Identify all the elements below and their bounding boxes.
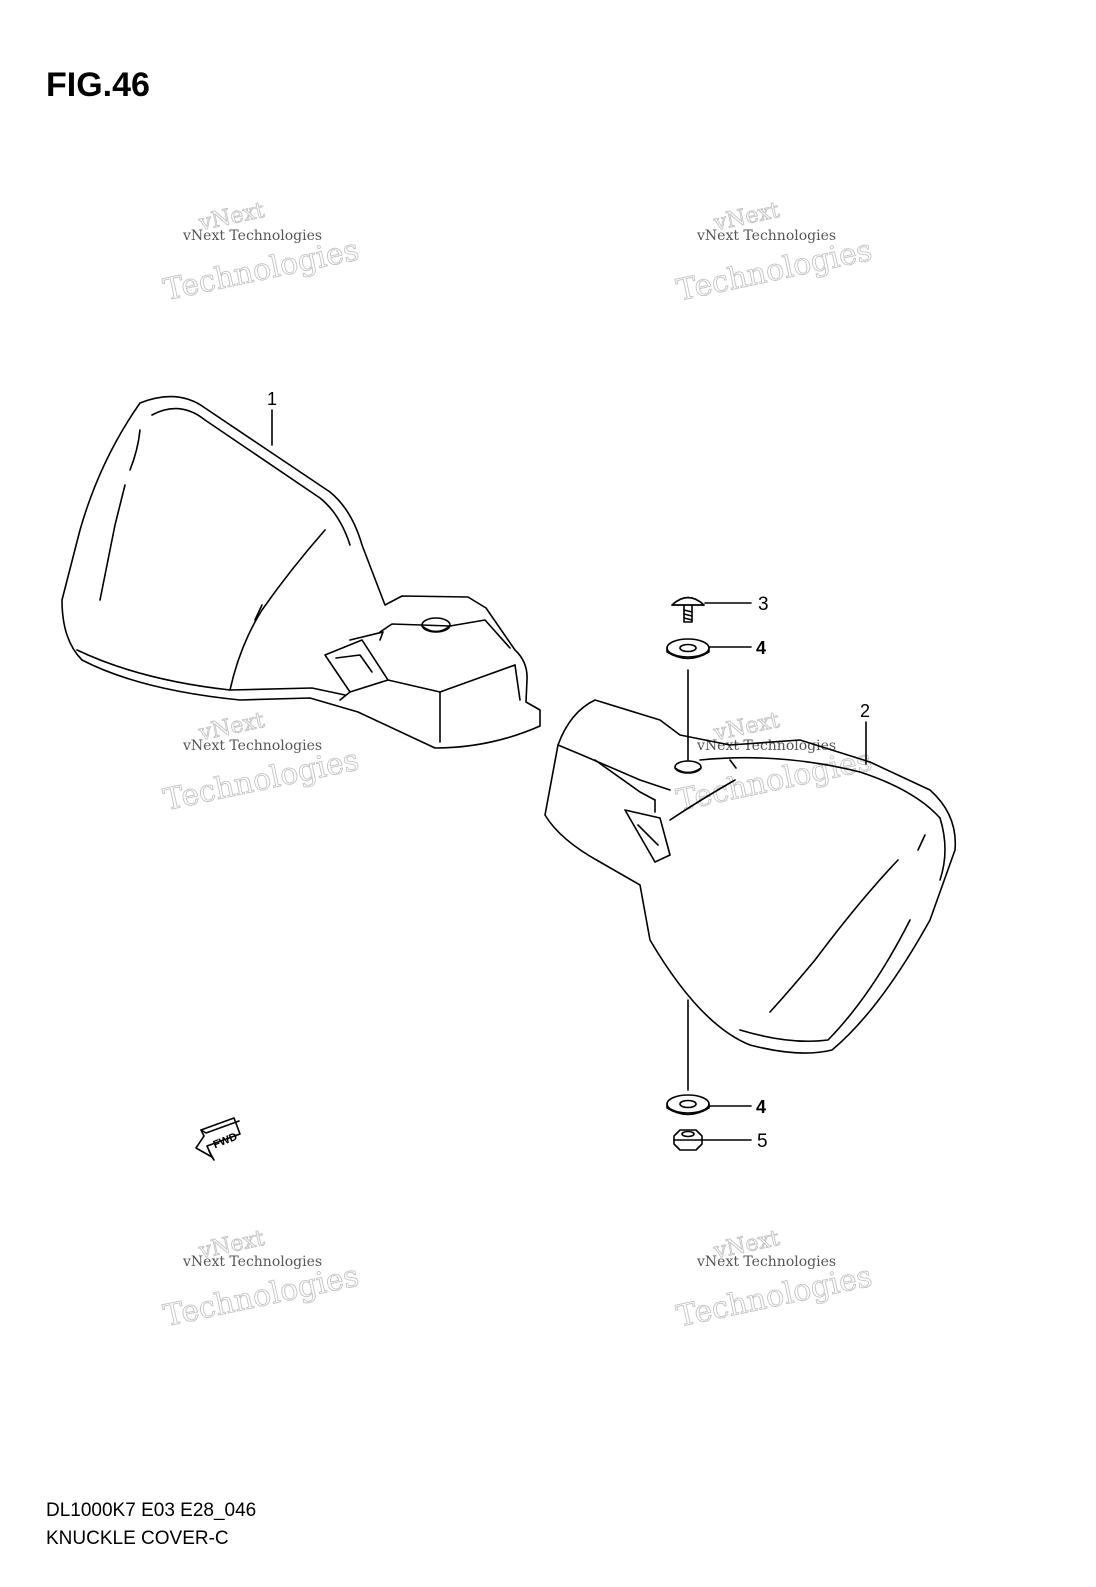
knuckle-cover-left-part: [61, 395, 541, 749]
watermark-middle-right: vNext vNext Technologies Technologies: [673, 708, 875, 819]
watermark-technologies-text: Technologies: [674, 1259, 875, 1335]
watermark-top-left: vNext vNext Technologies Technologies: [160, 198, 362, 309]
diagram-code: DL1000K7 E03 E28_046: [46, 1500, 257, 1521]
watermark-brand-text: vNext Technologies: [182, 1254, 322, 1270]
watermark-top-right: vNext vNext Technologies Technologies: [673, 198, 875, 309]
washer-lower-part: [666, 1094, 752, 1116]
watermark-bottom-left: vNext vNext Technologies Technologies: [160, 1226, 362, 1335]
fwd-direction-arrow-icon: FWD: [195, 1117, 241, 1161]
callout-3-label: 3: [758, 594, 769, 615]
screw-part: [671, 596, 752, 623]
watermark-brand-text: vNext Technologies: [182, 738, 322, 754]
callout-4-lower-label: 4: [756, 1097, 766, 1117]
callout-4-upper-label: 4: [756, 638, 766, 658]
watermark-brand-text: vNext Technologies: [696, 228, 836, 244]
knuckle-cover-right-part: [544, 699, 957, 1054]
watermark-brand-text: vNext Technologies: [696, 738, 836, 754]
watermark-brand-text: vNext Technologies: [696, 1254, 836, 1270]
watermark-brand-text: vNext Technologies: [182, 228, 322, 244]
figure-title: FIG.46: [46, 66, 150, 104]
nut-part: [673, 1129, 752, 1151]
washer-upper-part: [666, 638, 752, 660]
watermark-technologies-text: Technologies: [674, 233, 875, 309]
callout-2-label: 2: [860, 701, 870, 721]
callout-5-label: 5: [757, 1131, 768, 1152]
diagram-name: KNUCKLE COVER-C: [46, 1528, 229, 1549]
watermark-middle-left: vNext vNext Technologies Technologies: [160, 708, 362, 819]
watermark-bottom-right: vNext vNext Technologies Technologies: [673, 1226, 875, 1335]
callout-1-label: 1: [267, 389, 277, 409]
